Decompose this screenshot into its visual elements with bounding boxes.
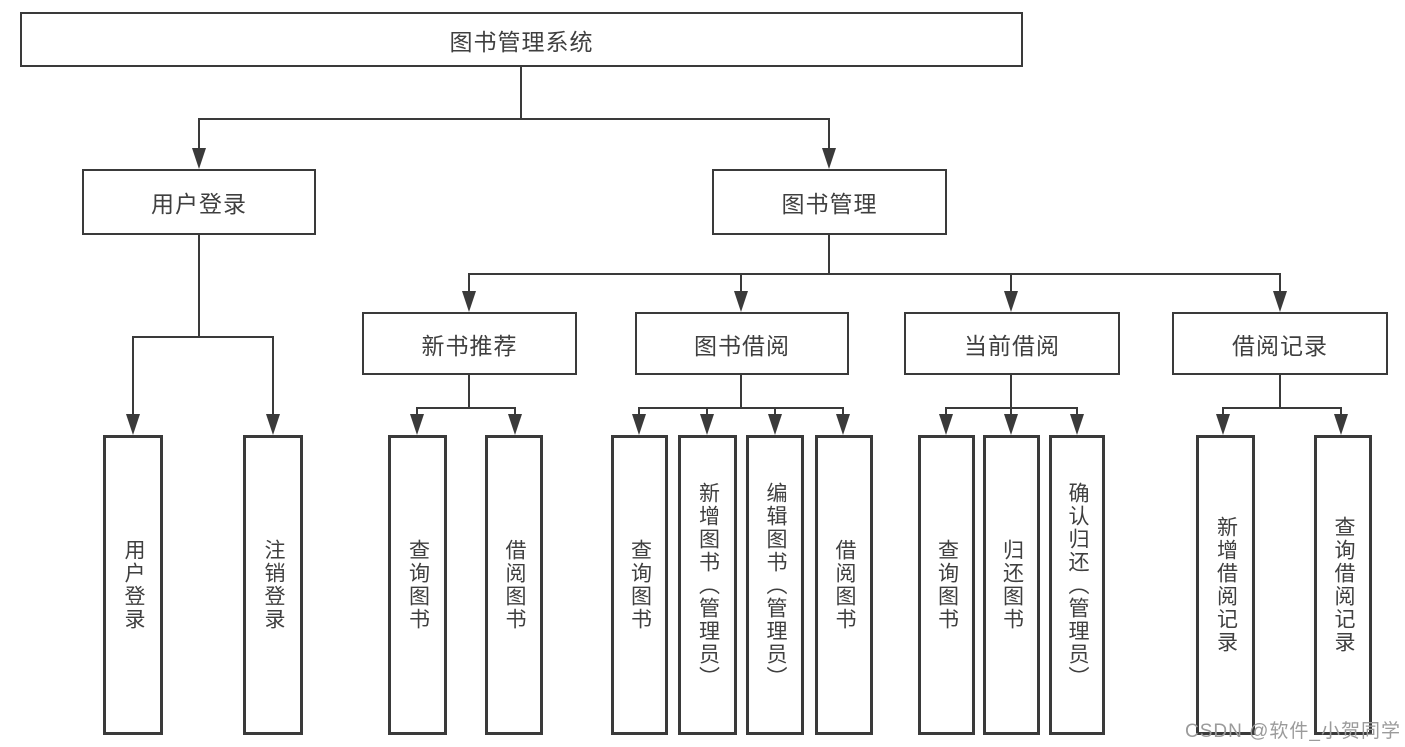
- leaf-query-book-recommend: 查询图书: [388, 435, 447, 735]
- connector-login-rail: [132, 336, 274, 338]
- connector-level3-rail: [468, 273, 1281, 275]
- connector-current-stub: [1010, 375, 1012, 409]
- node-label: 新增图书（管理员）: [696, 481, 720, 689]
- connector-drop: [638, 407, 640, 417]
- connector-borrow-stub: [740, 375, 742, 409]
- connector-drop: [842, 407, 844, 417]
- node-label: 新书推荐: [421, 332, 518, 359]
- node-label: 查询借阅记录: [1332, 516, 1355, 654]
- arrow-down-icon: [192, 148, 206, 169]
- connector-drop: [774, 407, 776, 417]
- arrow-down-icon: [768, 414, 782, 435]
- leaf-borrow-book: 借阅图书: [815, 435, 873, 735]
- arrow-down-icon: [632, 414, 646, 435]
- node-book-manage: 图书管理: [712, 169, 947, 235]
- connector-drop-manage: [828, 118, 830, 151]
- arrow-down-icon: [126, 414, 140, 435]
- connector-drop: [706, 407, 708, 417]
- connector-borrow-rail: [638, 407, 844, 409]
- arrow-down-icon: [1273, 291, 1287, 312]
- connector-drop: [1340, 407, 1342, 417]
- node-label: 注销登录: [262, 539, 285, 631]
- arrow-down-icon: [939, 414, 953, 435]
- connector-drop: [1076, 407, 1078, 417]
- connector-level2-rail: [198, 118, 830, 120]
- leaf-edit-book-admin: 编辑图书（管理员）: [746, 435, 804, 735]
- node-label: 借阅图书: [833, 539, 856, 631]
- arrow-down-icon: [462, 291, 476, 312]
- node-label: 借阅记录: [1232, 332, 1328, 359]
- arrow-down-icon: [1004, 414, 1018, 435]
- leaf-borrow-book-recommend: 借阅图书: [485, 435, 543, 735]
- node-label: 查询图书: [406, 539, 430, 631]
- arrow-down-icon: [822, 148, 836, 169]
- node-label: 编辑图书（管理员）: [764, 481, 787, 689]
- node-label: 查询图书: [628, 539, 652, 631]
- connector-drop: [945, 407, 947, 417]
- arrow-down-icon: [1216, 414, 1230, 435]
- connector-drop-records: [1279, 273, 1281, 295]
- node-label: 图书借阅: [694, 332, 790, 359]
- node-borrow-records: 借阅记录: [1172, 312, 1388, 375]
- leaf-query-borrow-record: 查询借阅记录: [1314, 435, 1372, 735]
- node-new-book-recommend: 新书推荐: [362, 312, 577, 375]
- leaf-confirm-return-admin: 确认归还（管理员）: [1049, 435, 1105, 735]
- connector-login-stub: [198, 235, 200, 337]
- node-label: 确认归还（管理员）: [1066, 481, 1089, 689]
- node-label: 当前借阅: [964, 332, 1060, 359]
- connector-manage-stub: [828, 235, 830, 275]
- connector-recommend-rail: [416, 407, 516, 409]
- node-label: 新增借阅记录: [1214, 516, 1238, 654]
- connector-drop: [1222, 407, 1224, 417]
- node-user-login: 用户登录: [82, 169, 316, 235]
- connector-drop-user-login: [132, 336, 134, 416]
- node-system-root: 图书管理系统: [20, 12, 1023, 67]
- arrow-down-icon: [410, 414, 424, 435]
- connector-root-stub: [520, 67, 522, 119]
- connector-drop-borrow: [740, 273, 742, 295]
- leaf-add-borrow-record: 新增借阅记录: [1196, 435, 1255, 735]
- leaf-query-book-borrow: 查询图书: [611, 435, 668, 735]
- connector-drop-logout: [272, 336, 274, 416]
- connector-drop-current: [1010, 273, 1012, 295]
- leaf-add-book-admin: 新增图书（管理员）: [678, 435, 737, 735]
- csdn-watermark: CSDN @软件_小贺同学: [1185, 721, 1401, 742]
- node-label: 用户登录: [122, 539, 145, 631]
- connector-drop: [1010, 407, 1012, 417]
- arrow-down-icon: [734, 291, 748, 312]
- arrow-down-icon: [266, 414, 280, 435]
- connector-recommend-stub: [468, 375, 470, 409]
- arrow-down-icon: [1004, 291, 1018, 312]
- node-label: 图书管理系统: [449, 28, 594, 55]
- node-book-borrow: 图书借阅: [635, 312, 849, 375]
- node-label: 图书管理: [781, 191, 878, 217]
- node-label: 借阅图书: [503, 539, 526, 631]
- leaf-query-book-current: 查询图书: [918, 435, 975, 735]
- arrow-down-icon: [1334, 414, 1348, 435]
- connector-records-rail: [1222, 407, 1342, 409]
- connector-records-stub: [1279, 375, 1281, 409]
- connector-drop: [416, 407, 418, 417]
- leaf-user-login: 用户登录: [103, 435, 163, 735]
- node-label: 归还图书: [1000, 539, 1024, 631]
- leaf-return-book: 归还图书: [983, 435, 1040, 735]
- arrow-down-icon: [836, 414, 850, 435]
- connector-drop: [514, 407, 516, 417]
- connector-drop-login: [198, 118, 200, 151]
- connector-drop-recommend: [468, 273, 470, 295]
- arrow-down-icon: [508, 414, 522, 435]
- node-current-borrow: 当前借阅: [904, 312, 1120, 375]
- arrow-down-icon: [700, 414, 714, 435]
- node-label: 用户登录: [151, 191, 247, 217]
- node-label: 查询图书: [935, 539, 959, 631]
- arrow-down-icon: [1070, 414, 1084, 435]
- leaf-logout: 注销登录: [243, 435, 303, 735]
